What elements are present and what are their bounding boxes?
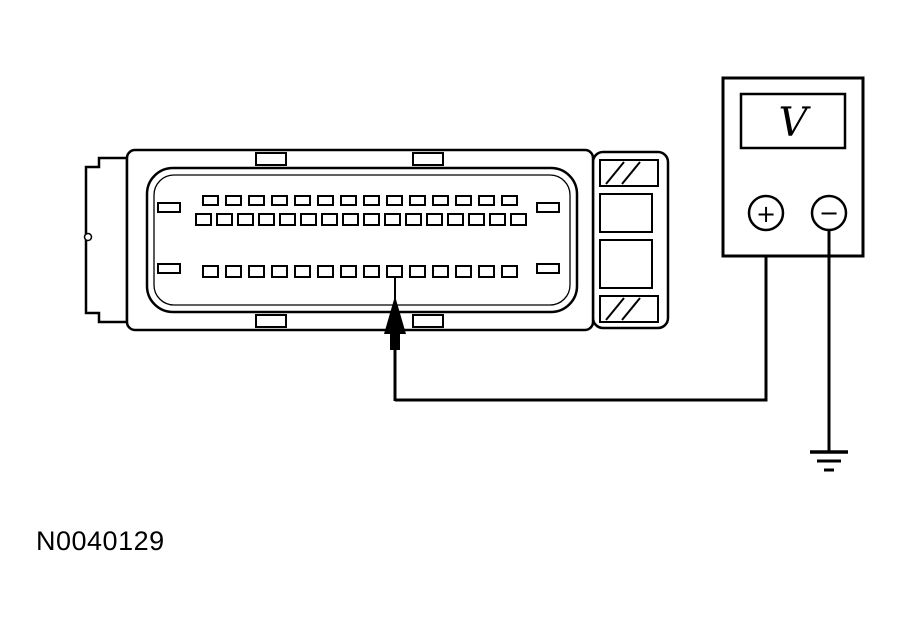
positive-terminal — [747, 194, 785, 232]
connector-pin — [386, 265, 403, 278]
connector-pin — [409, 265, 426, 278]
rear-shell-bottom-block — [599, 295, 659, 323]
connector-top-tab — [412, 152, 444, 166]
connector-pin — [237, 213, 254, 226]
connector-pin — [447, 213, 464, 226]
connector-pin — [363, 195, 380, 206]
connector-pins — [157, 195, 560, 278]
connector-pin — [317, 195, 334, 206]
connector-pin — [195, 213, 212, 226]
connector-bottom-tab — [412, 314, 444, 328]
connector-pin — [510, 213, 527, 226]
rear-shell-slot — [599, 193, 653, 233]
connector-bottom-tab — [255, 314, 287, 328]
hatch-line — [621, 297, 641, 321]
positive-terminal-sign: + — [756, 200, 776, 228]
left-bracket-dot — [83, 232, 93, 242]
connector-pin — [294, 265, 311, 278]
connector-inner-line — [153, 174, 571, 306]
connector-pin — [455, 265, 472, 278]
connector-pin — [202, 265, 219, 278]
connector-pin — [321, 213, 338, 226]
connector-pin — [409, 195, 426, 206]
connector-pin — [157, 202, 181, 213]
connector-pin — [340, 265, 357, 278]
connector-pin — [258, 213, 275, 226]
voltmeter-display — [739, 92, 847, 150]
connector-pin — [384, 213, 401, 226]
connector-pin — [300, 213, 317, 226]
connector-pin — [342, 213, 359, 226]
hatch-line — [605, 161, 625, 185]
ground-symbol — [810, 450, 848, 472]
positive-lead-wire — [395, 230, 768, 402]
connector-pin — [294, 195, 311, 206]
connector-pin — [426, 213, 443, 226]
connector-pin — [489, 213, 506, 226]
probe-arrowhead — [384, 296, 406, 334]
connector-pin — [317, 265, 334, 278]
connector-pin — [501, 265, 518, 278]
hatch-line — [605, 297, 625, 321]
voltmeter: V + − — [721, 76, 865, 258]
connector-pin — [340, 195, 357, 206]
connector-pin — [536, 263, 560, 274]
left-bracket-outline — [84, 156, 129, 324]
connector-pin — [202, 195, 219, 206]
probe-stem — [390, 334, 400, 350]
connector-pin — [478, 265, 495, 278]
connector-pin — [279, 213, 296, 226]
voltmeter-display-symbol: V — [779, 100, 812, 146]
probe-arrow — [384, 277, 406, 401]
negative-terminal-sign: − — [819, 199, 839, 227]
connector-pin — [225, 195, 242, 206]
connector-top-tab — [255, 152, 287, 166]
hatch-line — [621, 161, 641, 185]
connector-pin — [455, 195, 472, 206]
connector-pin — [248, 265, 265, 278]
connector-left-bracket — [83, 156, 129, 324]
connector-pin — [432, 195, 449, 206]
connector-pin — [386, 195, 403, 206]
connector-inner-outline — [145, 166, 579, 314]
rear-shell-top-block — [599, 159, 659, 187]
connector-pin — [468, 213, 485, 226]
connector-pin — [363, 265, 380, 278]
figure-label: N0040129 — [36, 526, 165, 556]
connector-pin — [432, 265, 449, 278]
connector-pin — [271, 195, 288, 206]
connector-pin — [225, 265, 242, 278]
rear-shell-slot — [599, 239, 653, 289]
connector-pin — [271, 265, 288, 278]
connector-pin — [501, 195, 518, 206]
connector-pin — [216, 213, 233, 226]
connector-pin — [157, 263, 181, 274]
connector-pin — [405, 213, 422, 226]
connector-rear-shell — [591, 150, 670, 330]
connector-pin — [363, 213, 380, 226]
connector-body — [125, 148, 595, 332]
connector-pin — [248, 195, 265, 206]
connector-pin — [478, 195, 495, 206]
connector-pin — [536, 202, 560, 213]
